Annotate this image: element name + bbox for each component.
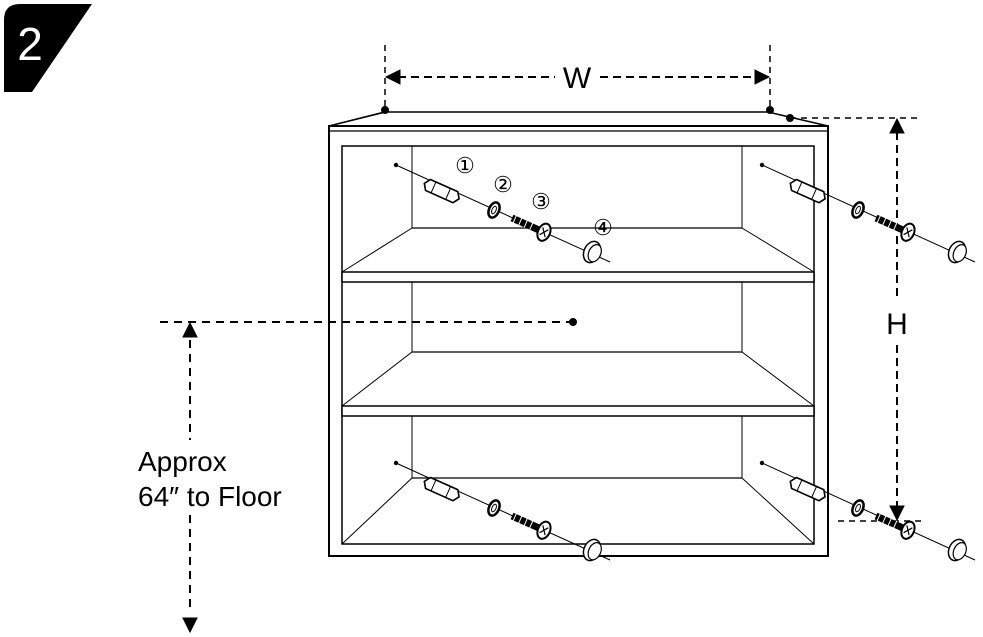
step-badge-icon: 2 xyxy=(4,4,92,92)
height-note-line1: Approx xyxy=(138,446,227,477)
height-label: H xyxy=(886,308,908,341)
screw-cap-icon xyxy=(944,237,971,267)
hardware-bottom-right xyxy=(759,460,976,565)
step-number: 2 xyxy=(17,18,43,70)
washer-icon xyxy=(484,199,504,221)
hardware-bottom-left xyxy=(393,460,611,565)
screw-cap-icon xyxy=(579,237,606,267)
screw-cap-icon xyxy=(579,535,606,565)
wall-anchor-icon xyxy=(421,177,463,206)
screw-cap-icon xyxy=(944,535,971,565)
wall-anchor-icon xyxy=(787,475,829,504)
part-2-label: ② xyxy=(493,172,513,197)
width-label: W xyxy=(563,62,592,95)
screw-icon xyxy=(508,210,553,243)
floor-reference xyxy=(160,318,577,634)
screw-icon xyxy=(872,210,917,243)
hardware-top-left xyxy=(393,162,611,267)
cabinet-body xyxy=(328,125,829,557)
cabinet-top xyxy=(328,111,829,132)
screw-icon xyxy=(508,508,553,541)
washer-icon xyxy=(848,199,868,221)
part-3-label: ③ xyxy=(531,189,551,214)
height-note-line2: 64″ to Floor xyxy=(138,481,282,512)
washer-icon xyxy=(848,497,868,519)
width-dimension xyxy=(381,45,774,114)
wall-anchor-icon xyxy=(787,177,829,206)
hardware-top-right xyxy=(759,162,976,267)
part-4-label: ④ xyxy=(593,215,613,240)
part-1-label: ① xyxy=(455,153,475,178)
washer-icon xyxy=(484,497,504,519)
wall-anchor-icon xyxy=(421,475,463,504)
